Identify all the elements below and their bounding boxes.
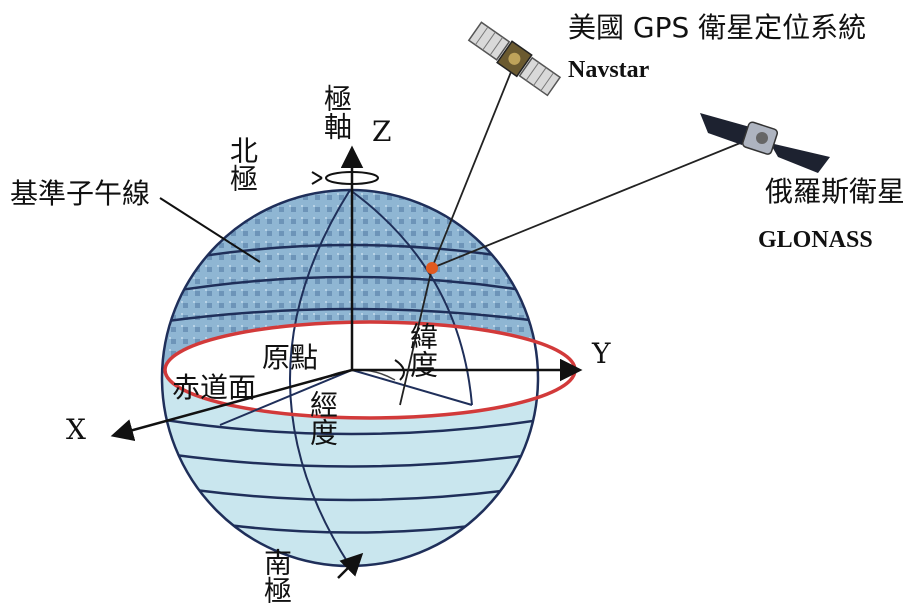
x-axis-label: X (66, 413, 86, 446)
polar-axis-label: 極軸 (320, 84, 353, 140)
z-axis-label: Z (372, 115, 392, 148)
longitude-label: 經度 (306, 390, 339, 446)
satellite-signal-lines (399, 61, 761, 406)
equator-plane-label: 赤道面 (172, 371, 257, 404)
gps-subtitle: Navstar (568, 57, 650, 83)
radial-lines (219, 369, 473, 426)
glonass-code: GLONASS (758, 227, 873, 253)
axes (110, 145, 583, 442)
glonass-name: 俄羅斯衛星 (765, 175, 903, 208)
meridians (289, 190, 473, 566)
y-axis-label: Y (592, 337, 611, 370)
latitude-label: 緯度 (406, 322, 439, 378)
x-axis (110, 368, 353, 442)
rotation-arrow-icon (311, 171, 379, 185)
gps-title: 美國 GPS 衛星定位系統 (568, 11, 867, 44)
south-pole-label: 南極 (260, 548, 293, 604)
prime-meridian-label: 基準子午線 (10, 177, 151, 210)
latitude-angle-arc (394, 359, 405, 381)
south-pole-arrow-icon (337, 552, 364, 579)
position-marker (426, 262, 438, 274)
gps-satellite-icon (467, 21, 562, 97)
glonass-satellite-icon (700, 113, 830, 173)
origin-label: 原點 (262, 341, 319, 374)
north-pole-label: 北極 (226, 136, 259, 192)
prime-meridian-leader (159, 197, 261, 263)
